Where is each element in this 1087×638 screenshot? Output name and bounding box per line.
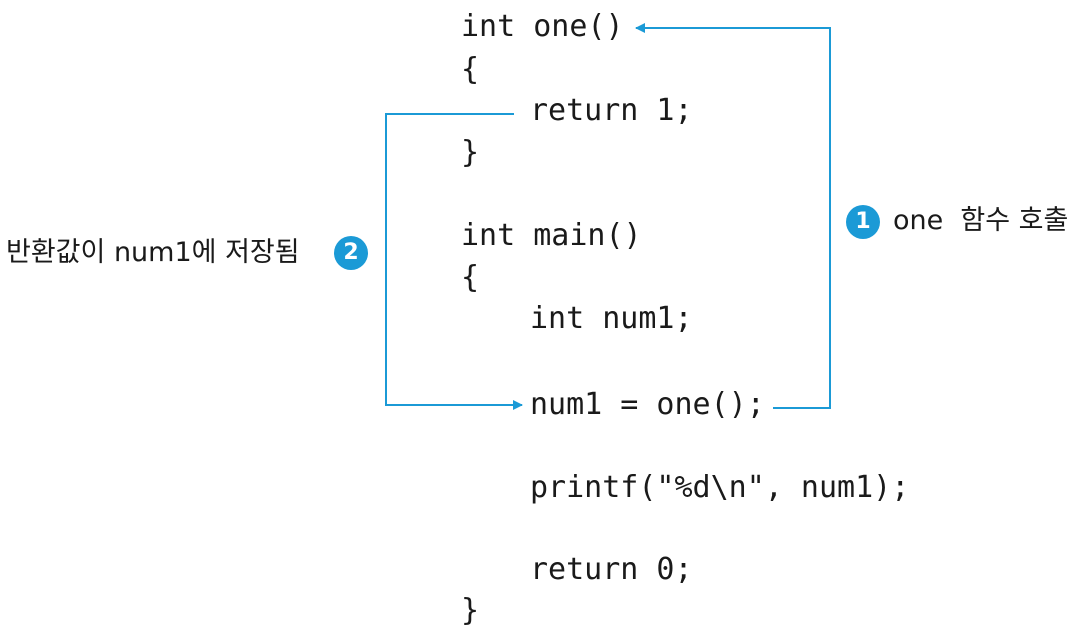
code-line-close-brace-main: }	[461, 593, 480, 628]
code-line-return-0: return 0;	[530, 552, 693, 587]
call-step-label: one 함수 호출	[893, 205, 1069, 236]
return-step-label: 반환값이 num1에 저장됨	[6, 237, 300, 268]
call-arrow	[635, 23, 831, 409]
return-step-badge: 2	[334, 236, 368, 270]
code-line-func-main-signature: int main()	[461, 218, 642, 253]
code-line-assign-call: num1 = one();	[530, 387, 765, 422]
code-line-open-brace-main: {	[461, 260, 480, 295]
call-step-badge: 1	[846, 205, 880, 239]
code-line-return-1: return 1;	[530, 93, 693, 128]
code-line-close-brace-one: }	[461, 135, 480, 170]
return-arrow	[385, 113, 523, 410]
code-line-declare-num1: int num1;	[530, 301, 693, 336]
code-line-open-brace-one: {	[461, 52, 480, 87]
code-line-printf: printf("%d\n", num1);	[530, 470, 910, 505]
code-line-func-one-signature: int one()	[461, 9, 624, 44]
